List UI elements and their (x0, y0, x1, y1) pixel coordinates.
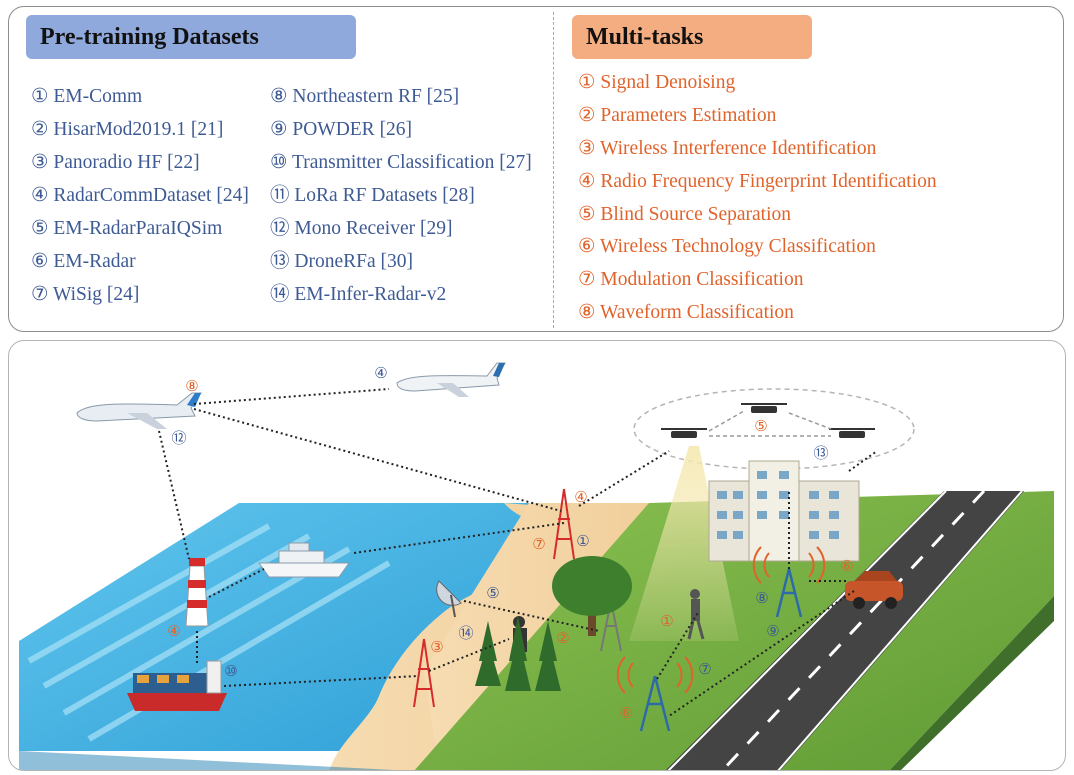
drone-links (708, 410, 832, 437)
drone-swarm-boundary (633, 388, 915, 470)
tree-big (552, 556, 632, 636)
dataset-item: ③ Panoradio HF [22] (31, 152, 200, 173)
marker-dataset: ⑧ (755, 589, 768, 607)
marker-dataset: ⑬ (813, 444, 828, 462)
road-edge-right (777, 490, 1023, 770)
road-edge-left (667, 490, 947, 770)
dataset-item: ⑫ Mono Receiver [29] (270, 218, 453, 239)
marker-dataset: ④ (374, 364, 387, 382)
dataset-item: ⑧ Northeastern RF [25] (270, 86, 460, 107)
satellite-dish (436, 580, 462, 618)
marker-dataset: ⑤ (486, 584, 499, 602)
marker-dataset: ① (576, 532, 589, 550)
lighthouse (185, 558, 209, 627)
road-markings (720, 489, 986, 770)
drone (661, 428, 707, 438)
platform-edge-right (889, 596, 1054, 770)
scene-illustration: ⑧ ⑫ ④ ⑤ ⑬ ④ ⑦ ① ④ ⑩ ⑤ ⑭ ② ③ ① ⑥ ⑧ ⑨ ⑦ ⑥ (19, 362, 1054, 770)
panel-divider (553, 12, 554, 328)
marker-task: ⑦ (532, 535, 545, 553)
woman (687, 589, 705, 640)
pretraining-datasets-header: Pre-training Datasets (26, 15, 356, 59)
platform-edge (19, 751, 395, 770)
scene-panel: ⑧ ⑫ ④ ⑤ ⑬ ④ ⑦ ① ④ ⑩ ⑤ ⑭ ② ③ ① ⑥ ⑧ ⑨ ⑦ ⑥ (8, 340, 1066, 771)
marker-dataset: ⑨ (766, 622, 779, 640)
task-item: ⑦ Modulation Classification (578, 269, 804, 290)
task-item: ⑧ Waveform Classification (578, 302, 794, 323)
dataset-item: ⑬ DroneRFa [30] (270, 251, 413, 272)
dataset-item: ⑤ EM-RadarParaIQSim (31, 218, 223, 239)
airplane-right (396, 362, 506, 397)
airplane-left (76, 392, 202, 429)
drone (741, 403, 787, 413)
task-item: ② Parameters Estimation (578, 105, 777, 126)
task-item: ① Signal Denoising (578, 72, 736, 93)
dataset-item: ⑭ EM-Infer-Radar-v2 (270, 284, 447, 305)
marker-task: ③ (430, 638, 443, 656)
marker-task: ⑥ (619, 704, 632, 722)
task-item: ③ Wireless Interference Identification (578, 138, 877, 159)
dataset-item: ⑦ WiSig [24] (31, 284, 140, 305)
dataset-item: ② HisarMod2019.1 [21] (31, 119, 224, 140)
marker-task: ⑥ (840, 557, 853, 575)
marker-task: ② (556, 629, 569, 647)
marker-task: ① (660, 612, 673, 630)
task-item: ⑥ Wireless Technology Classification (578, 236, 876, 257)
top-panel (8, 6, 1064, 332)
marker-task: ⑤ (754, 417, 767, 435)
dataset-item: ⑥ EM-Radar (31, 251, 136, 272)
road (665, 491, 1024, 770)
marker-dataset: ⑭ (458, 624, 473, 642)
marker-dataset: ⑦ (698, 660, 711, 678)
building (708, 460, 860, 562)
tower-right (775, 568, 803, 618)
task-item: ④ Radio Frequency Fingerprint Identifica… (578, 171, 937, 192)
marker-task: ⑧ (185, 377, 198, 395)
marker-task: ④ (574, 488, 587, 506)
multi-tasks-header: Multi-tasks (572, 15, 812, 59)
car (845, 571, 903, 609)
dataset-item: ④ RadarCommDataset [24] (31, 185, 249, 206)
signal-links (158, 388, 878, 717)
drone-beam (629, 446, 739, 641)
marker-task: ④ (167, 622, 180, 640)
signal-waves (616, 546, 826, 694)
cargo-ship (127, 660, 227, 711)
pine-trees (475, 616, 561, 691)
dataset-item: ⑨ POWDER [26] (270, 119, 413, 140)
yacht (258, 542, 350, 578)
tower-left (413, 638, 435, 708)
scene-markers: ⑧ ⑫ ④ ⑤ ⑬ ④ ⑦ ① ④ ⑩ ⑤ ⑭ ② ③ ① ⑥ ⑧ ⑨ ⑦ ⑥ (167, 364, 853, 722)
marker-dataset: ⑫ (171, 429, 186, 447)
marker-dataset: ⑩ (224, 662, 237, 680)
dataset-item: ⑪ LoRa RF Datasets [28] (270, 185, 475, 206)
tower-bottom (639, 675, 671, 732)
dataset-item: ① EM-Comm (31, 86, 143, 107)
drone (829, 428, 875, 438)
dataset-item: ⑩ Transmitter Classification [27] (270, 152, 532, 173)
task-item: ⑤ Blind Source Separation (578, 204, 791, 225)
